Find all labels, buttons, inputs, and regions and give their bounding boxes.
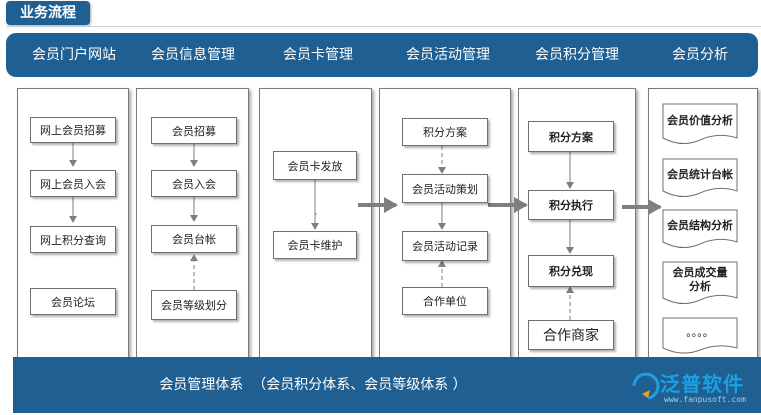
box-card-issue: 会员卡发放 — [273, 151, 357, 180]
footer-band — [13, 357, 761, 413]
box-info-ledger: 会员台帐 — [151, 225, 237, 253]
header-band — [6, 33, 758, 77]
doc-structure-analysis-label: 会员结构分析 — [667, 219, 733, 232]
box-points-execute: 积分执行 — [528, 190, 614, 220]
header-analysis: 会员分析 — [672, 47, 728, 63]
doc-value-analysis: 会员价值分析 — [662, 103, 738, 146]
logo-name: 泛普软件 — [660, 372, 744, 396]
logo-url: www.fanpusoft.com — [664, 395, 746, 404]
box-info-join: 会员入会 — [151, 170, 237, 197]
header-info: 会员信息管理 — [151, 47, 235, 63]
header-portal: 会员门户网站 — [32, 47, 116, 63]
box-activity-plan: 会员活动策划 — [402, 174, 488, 203]
box-activity-scheme: 积分方案 — [402, 118, 488, 146]
box-points-scheme: 积分方案 — [528, 121, 614, 152]
fanpu-logo-icon — [632, 372, 660, 400]
column-card — [259, 88, 372, 372]
box-portal-forum: 会员论坛 — [30, 288, 116, 315]
doc-transaction-analysis-label-2: 分析 — [689, 280, 711, 293]
box-activity-record: 会员活动记录 — [402, 231, 488, 261]
title-underline — [6, 26, 761, 27]
header-card: 会员卡管理 — [283, 47, 353, 63]
box-info-grade: 会员等级划分 — [151, 290, 237, 320]
box-portal-recruit: 网上会员招募 — [30, 117, 116, 143]
footer-text: 会员管理体系 （会员积分体系、会员等级体系 ） — [159, 377, 467, 393]
doc-structure-analysis: 会员结构分析 — [662, 209, 738, 250]
box-points-redeem: 积分兑现 — [528, 255, 614, 287]
box-portal-join: 网上会员入会 — [30, 170, 116, 197]
doc-transaction-analysis-label-1: 会员成交量 — [672, 266, 728, 279]
doc-more: 。。。。 — [662, 317, 738, 354]
box-info-recruit: 会员招募 — [151, 117, 237, 144]
header-activity: 会员活动管理 — [406, 47, 490, 63]
box-portal-points-query: 网上积分查询 — [30, 226, 116, 253]
doc-transaction-analysis: 会员成交量 分析 — [662, 261, 738, 306]
doc-more-label: 。。。。 — [686, 326, 714, 339]
box-card-maintain: 会员卡维护 — [273, 231, 357, 259]
doc-stat-ledger: 会员统计台帐 — [662, 158, 738, 199]
box-activity-partner: 合作单位 — [402, 287, 488, 315]
box-points-merchant: 合作商家 — [528, 320, 614, 350]
doc-stat-ledger-label: 会员统计台帐 — [667, 168, 733, 181]
doc-value-analysis-label: 会员价值分析 — [667, 114, 733, 127]
header-points: 会员积分管理 — [535, 47, 619, 63]
section-title: 业务流程 — [6, 1, 90, 25]
